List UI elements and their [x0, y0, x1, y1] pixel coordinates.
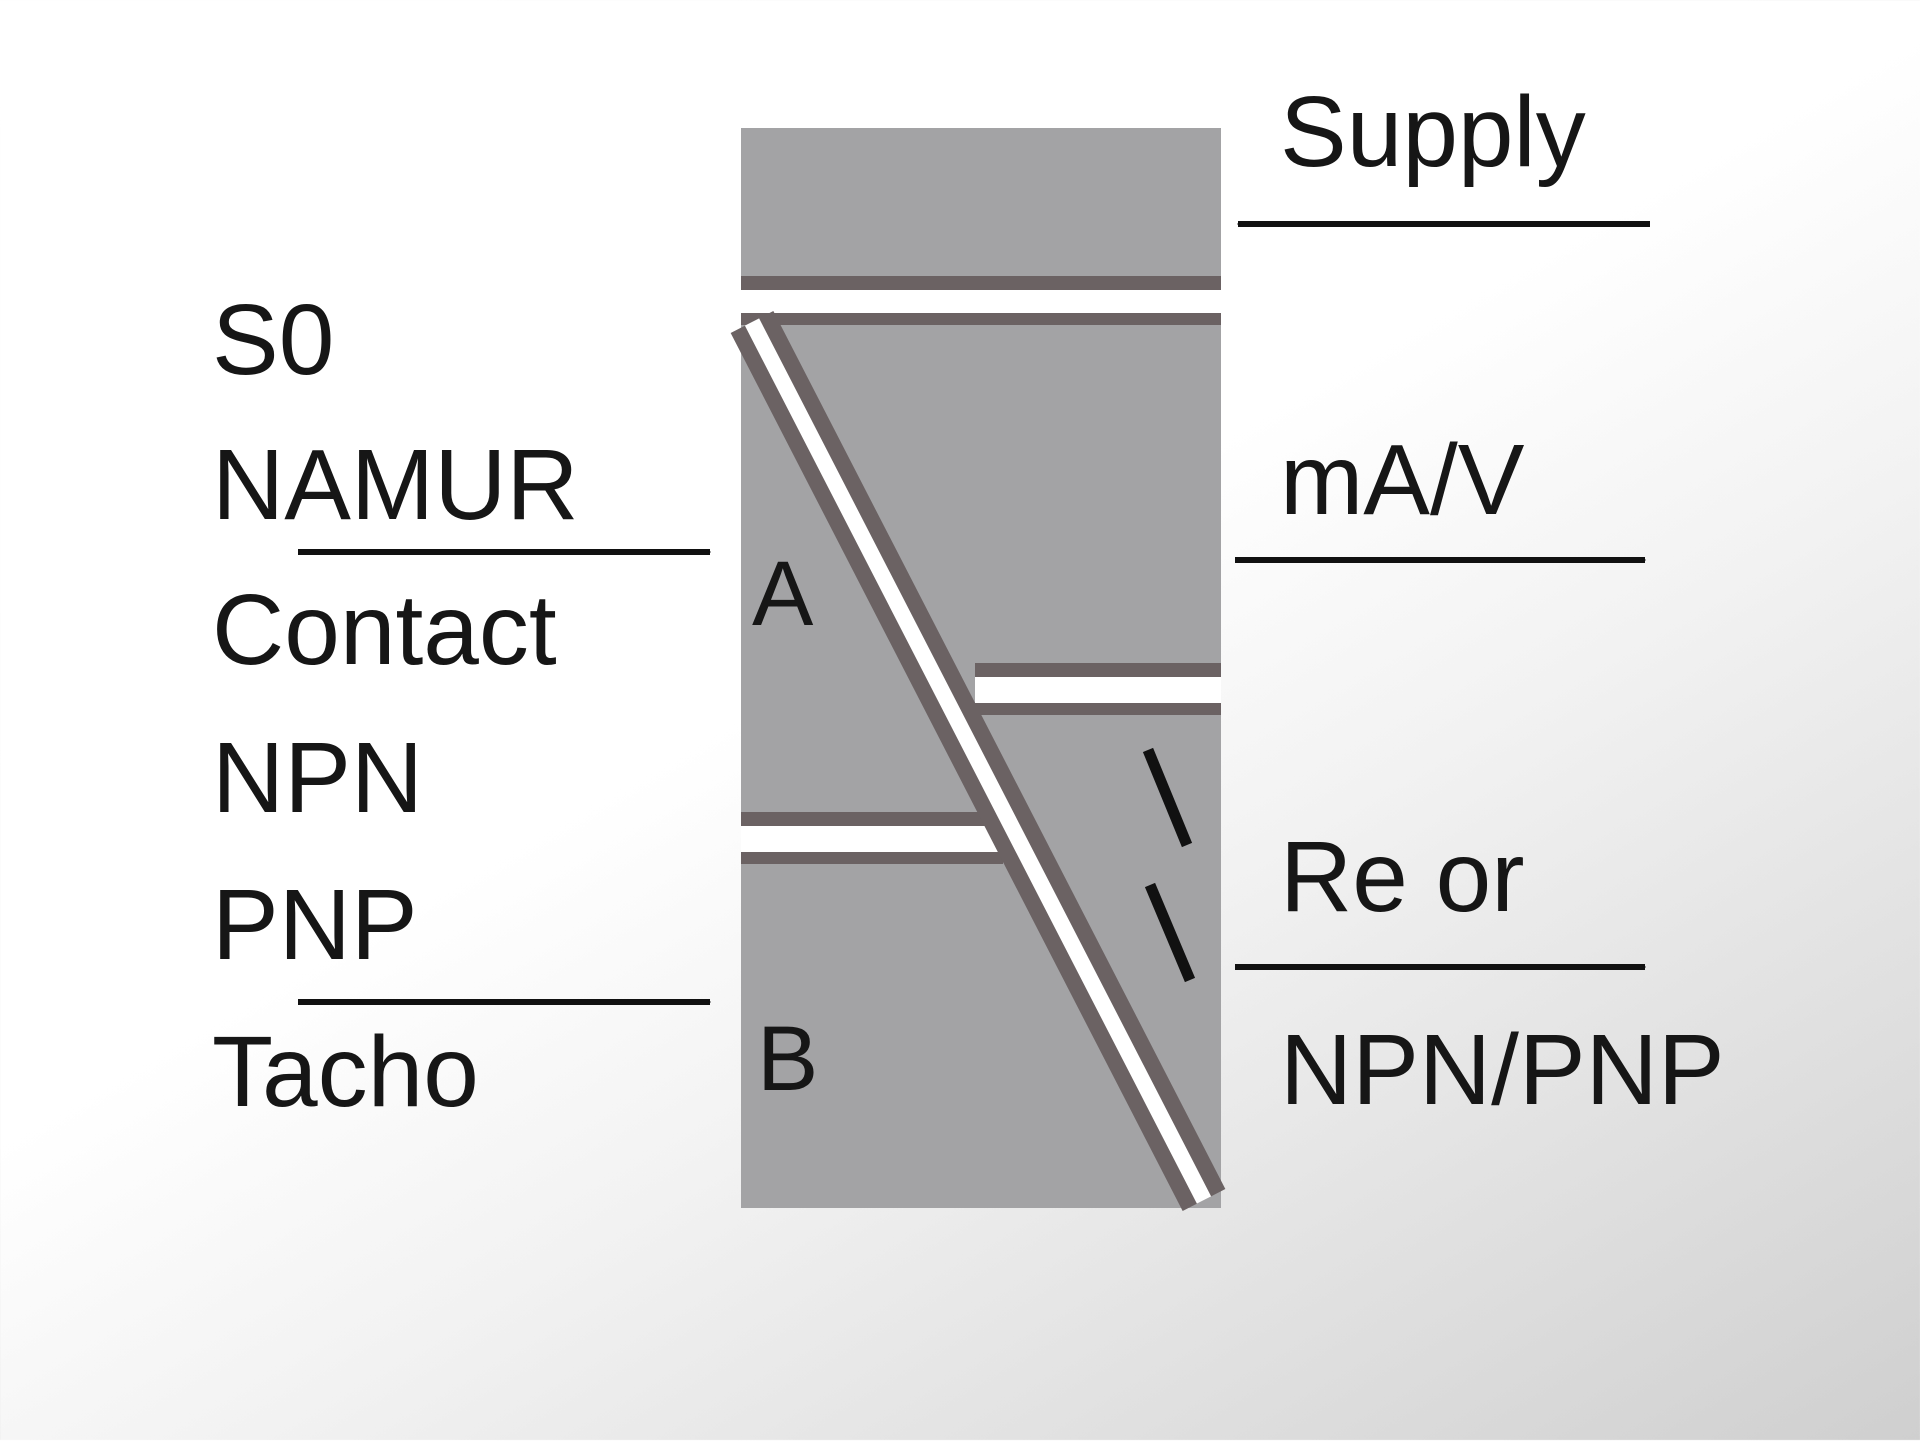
input-label-s0: S0	[212, 284, 335, 396]
contact-dash-upper	[1142, 747, 1193, 848]
input-label-pnp: PNP	[212, 869, 418, 981]
relay-output-label-line1: Re or	[1280, 821, 1525, 933]
output-section-divider	[975, 663, 1221, 677]
converter-body-top-edge	[741, 313, 1221, 325]
input-label-tacho: Tacho	[212, 1016, 479, 1128]
block-a-label: A	[752, 543, 814, 645]
supply-block-divider	[741, 276, 1221, 290]
output-section-divider-lower	[975, 703, 1221, 715]
supply-label: Supply	[1280, 76, 1586, 188]
block-b-label: B	[757, 1008, 819, 1110]
isolation-barrier	[744, 318, 1212, 1204]
relay-output-label-line2: NPN/PNP	[1280, 1014, 1725, 1126]
input-section-gap	[741, 826, 1003, 852]
input-label-contact: Contact	[212, 574, 557, 686]
input-label-npn: NPN	[212, 722, 424, 834]
input-section-divider	[741, 812, 1003, 826]
input-label-namur: NAMUR	[212, 429, 579, 541]
input-section-divider-lower	[741, 852, 1003, 864]
analog-output-label: mA/V	[1280, 424, 1525, 536]
supply-block	[741, 128, 1221, 286]
output-section-gap	[975, 677, 1221, 703]
contact-dash-lower	[1144, 882, 1196, 983]
